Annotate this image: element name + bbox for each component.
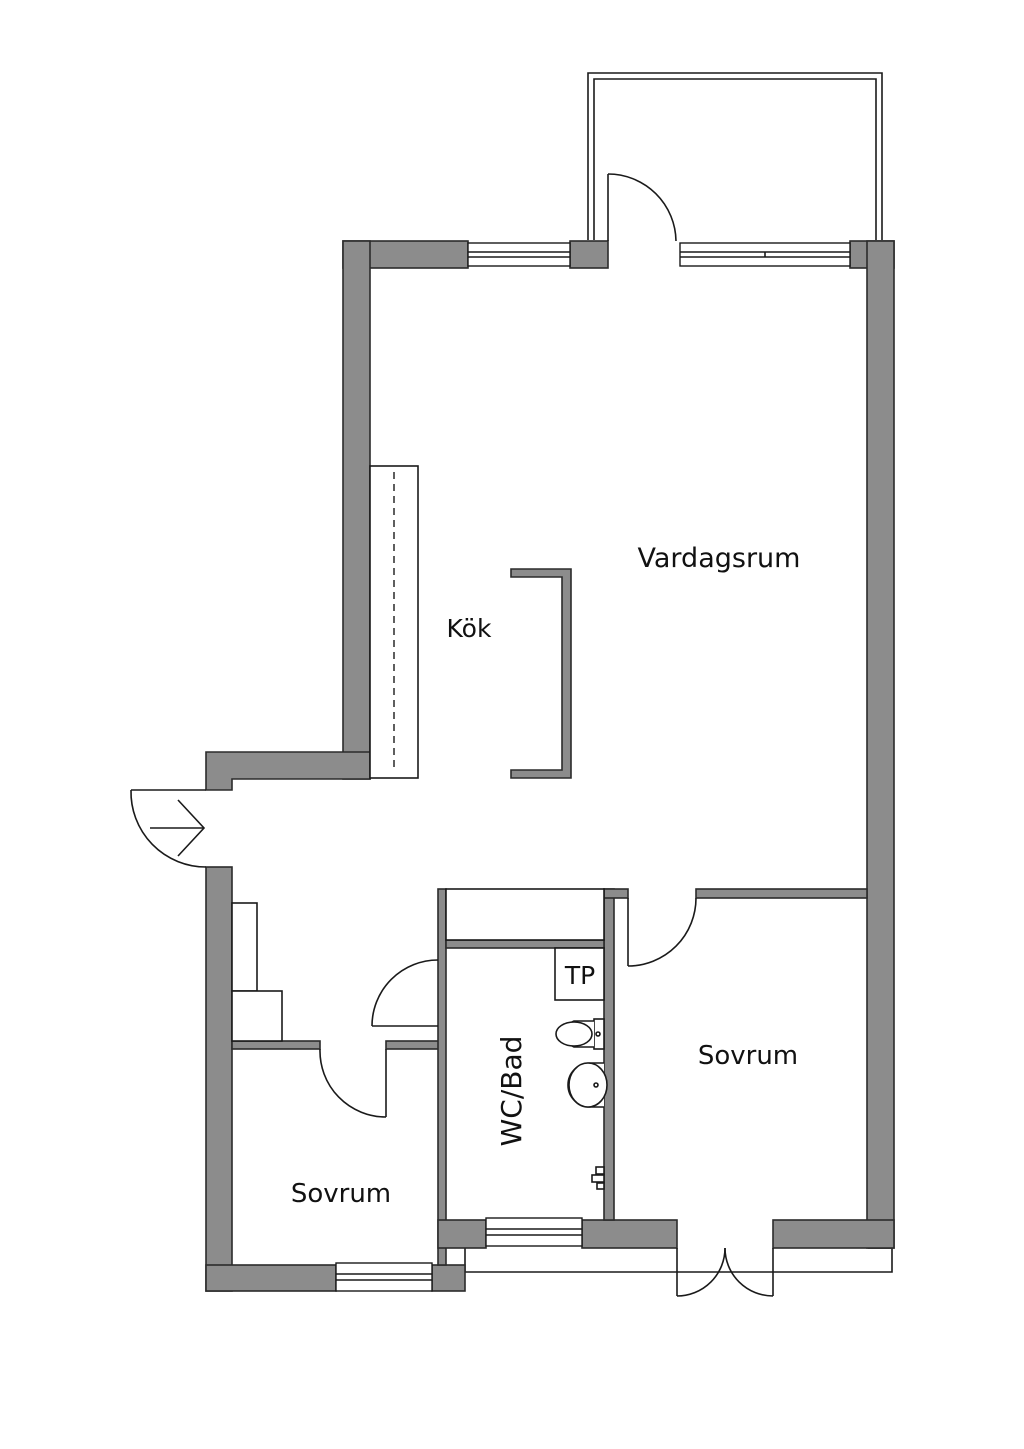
shower-tap-icon: [591, 1166, 605, 1190]
window-bath: [485, 1217, 583, 1247]
toilet-icon: [555, 1018, 605, 1050]
door-bedroom-right: [627, 897, 697, 967]
balcony-top: [587, 72, 883, 240]
kitchen-counter: [369, 465, 419, 779]
door-balcony-top: [607, 173, 677, 242]
bedroom-left-label: Sovrum: [291, 1179, 391, 1209]
door-bath: [371, 959, 439, 1027]
door-bedroom-left: [319, 1048, 387, 1118]
hall-closet: [231, 902, 283, 1042]
window-bedroom-left: [335, 1262, 433, 1292]
window-top-left: [467, 242, 571, 267]
kitchen-label: Kök: [447, 614, 492, 643]
bath-storage: [445, 888, 605, 941]
bedroom-right-label: Sovrum: [698, 1041, 798, 1071]
walls: [205, 240, 895, 1292]
door-entrance: [130, 789, 207, 868]
window-top-right: [679, 242, 851, 267]
doors: [130, 173, 774, 1297]
balcony-bottom: [464, 1247, 893, 1273]
tp-box: [554, 947, 605, 1001]
bath-label: WC/Bad: [495, 1036, 528, 1147]
door-balcony-bottom: [676, 1247, 774, 1297]
living-room-label: Vardagsrum: [638, 543, 801, 574]
windows: [335, 242, 851, 1292]
tp-label: TP: [564, 961, 595, 990]
sink-icon: [567, 1062, 608, 1108]
